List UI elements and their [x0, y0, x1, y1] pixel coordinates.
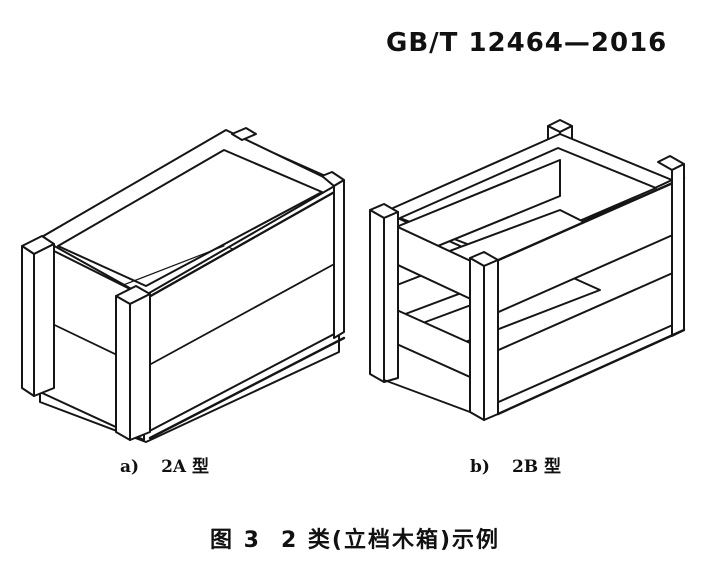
figure-number: 图 3 — [209, 528, 261, 553]
figure-title: 2 类(立档木箱)示例 — [280, 528, 501, 553]
standard-number: GB/T 12464—2016 — [386, 28, 668, 58]
subfigure-b-caption: b) 2B 型 — [470, 452, 561, 477]
figure-caption: 图 3 2 类(立档木箱)示例 — [0, 522, 710, 554]
subfigure-b-text: 2B 型 — [511, 457, 562, 477]
subfigure-a-label: a) — [120, 457, 140, 477]
crate-2a-drawing — [21, 127, 346, 443]
subfigure-b-label: b) — [470, 457, 490, 477]
crate-2b-drawing — [369, 119, 686, 421]
subfigure-a-caption: a) 2A 型 — [120, 452, 209, 477]
subfigure-a-text: 2A 型 — [161, 457, 209, 477]
